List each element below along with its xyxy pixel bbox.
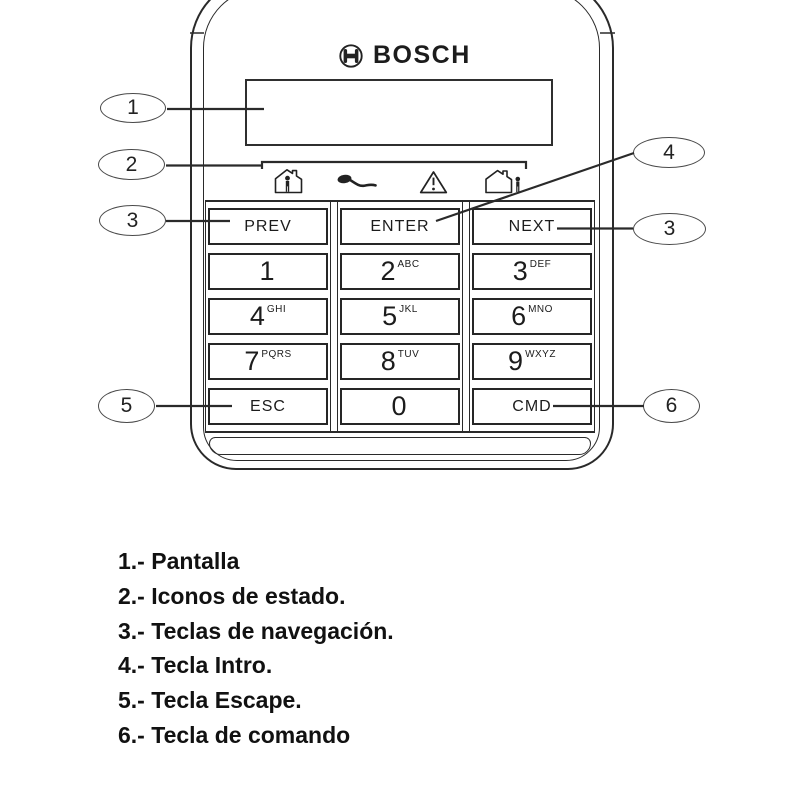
- key-7-digit: 7: [244, 346, 260, 376]
- key-4-digit: 4: [249, 301, 265, 331]
- key-next-label: NEXT: [508, 217, 556, 235]
- key-cmd-label: CMD: [512, 397, 552, 415]
- device-bottom-panel: [209, 437, 591, 455]
- key-0-digit: 0: [391, 391, 407, 421]
- bosch-armature-icon: [339, 43, 363, 68]
- callout-3-right-number: 3: [663, 217, 676, 240]
- callout-4-number: 4: [663, 140, 675, 164]
- device-outer-outline: [190, 0, 614, 470]
- key-8-digit: 8: [380, 346, 396, 376]
- callout-1: 1: [100, 93, 166, 123]
- callout-3-left-number: 3: [126, 208, 139, 232]
- device-inner-outline: [203, 0, 600, 461]
- key-6-digit: 6: [511, 301, 527, 331]
- callout-6-number: 6: [665, 394, 678, 417]
- callout-5: 5: [98, 389, 155, 423]
- legend-item-4: 4.- Tecla Intro.: [118, 652, 273, 679]
- key-prev[interactable]: PREV: [208, 208, 328, 245]
- bosch-logo: BOSCH: [338, 41, 471, 70]
- legend-item-2: 2.- Iconos de estado.: [118, 582, 346, 609]
- key-5-digit: 5: [382, 301, 398, 331]
- callout-3-left: 3: [99, 205, 166, 236]
- callout-6: 6: [643, 389, 700, 423]
- key-3-digit: 3: [512, 256, 528, 286]
- key-2-letters: ABC: [397, 258, 420, 270]
- key-4-letters: GHI: [266, 303, 287, 315]
- legend-item-6: 6.- Tecla de comando: [118, 721, 351, 748]
- key-next[interactable]: NEXT: [472, 208, 592, 245]
- key-8-letters: TUV: [397, 348, 420, 360]
- legend-item-1: 1.- Pantalla: [118, 548, 240, 574]
- brand-text: BOSCH: [373, 41, 471, 69]
- key-1[interactable]: 1: [208, 253, 328, 290]
- callout-4: 4: [633, 137, 705, 168]
- key-6-letters: MNO: [528, 303, 553, 315]
- key-0[interactable]: 0: [340, 388, 460, 425]
- lcd-display: [245, 79, 553, 146]
- key-9-digit: 9: [508, 346, 524, 376]
- house-person-stay-icon: [274, 169, 303, 194]
- callout-3-right: 3: [633, 213, 706, 245]
- key-5-letters: JKL: [399, 303, 418, 315]
- legend-item-5: 5.- Tecla Escape.: [118, 687, 302, 714]
- key-icon: [337, 174, 377, 188]
- callout-2: 2: [98, 149, 165, 180]
- key-1-digit: 1: [259, 256, 275, 286]
- key-enter[interactable]: ENTER: [340, 208, 460, 245]
- warning-triangle-icon: [419, 171, 448, 194]
- key-esc-label: ESC: [250, 397, 286, 415]
- callout-1-number: 1: [127, 96, 139, 119]
- key-prev-label: PREV: [244, 217, 292, 235]
- key-9-letters: WXYZ: [525, 348, 556, 360]
- key-2-digit: 2: [380, 256, 396, 286]
- key-cmd[interactable]: CMD: [472, 388, 592, 425]
- callout-5-number: 5: [120, 394, 133, 417]
- legend: 1.- Pantalla 2.- Iconos de estado. 3.- T…: [118, 544, 394, 753]
- callout-2-number: 2: [125, 152, 138, 176]
- legend-item-3: 3.- Teclas de navegación.: [118, 617, 394, 644]
- house-person-away-icon: [485, 169, 521, 194]
- key-7-letters: PQRS: [261, 348, 292, 360]
- key-enter-label: ENTER: [370, 217, 430, 235]
- key-3-letters: DEF: [529, 258, 552, 270]
- key-esc[interactable]: ESC: [208, 388, 328, 425]
